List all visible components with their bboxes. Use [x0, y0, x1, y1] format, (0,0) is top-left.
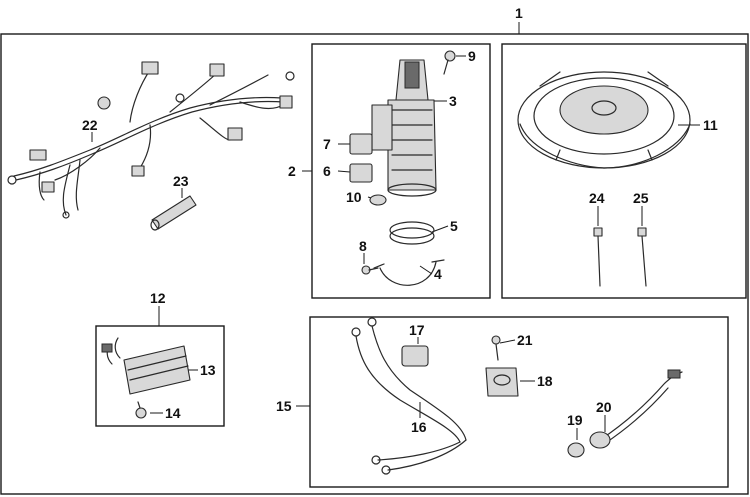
callout-18: 18 [537, 373, 553, 389]
callout-10: 10 [346, 189, 362, 205]
hose-tube [150, 195, 197, 231]
callout-4: 4 [434, 266, 442, 282]
callout-23: 23 [173, 173, 189, 189]
callout-22: 22 [82, 117, 98, 133]
flywheel [517, 71, 691, 169]
holder-screw [491, 335, 501, 361]
cable-tie-b [637, 227, 647, 287]
callout-24: 24 [589, 190, 605, 206]
callout-6: 6 [323, 163, 331, 179]
callouts: 1 2 3 4 5 6 7 8 9 10 11 12 13 14 15 16 1… [82, 5, 718, 435]
callout-20: 20 [596, 399, 612, 415]
callout-21: 21 [517, 332, 533, 348]
cable-tie-a [593, 227, 603, 287]
battery-cables [351, 317, 467, 475]
callout-3: 3 [449, 93, 457, 109]
callout-15: 15 [276, 398, 292, 414]
bracket-screw [361, 265, 379, 275]
leader-lines [91, 22, 700, 440]
callout-2: 2 [288, 163, 296, 179]
rectifier-bolt [135, 401, 147, 419]
callout-13: 13 [200, 362, 216, 378]
outer-frame [0, 33, 749, 495]
callout-12: 12 [150, 290, 166, 306]
callout-9: 9 [468, 48, 476, 64]
callout-17: 17 [409, 322, 425, 338]
starter-nut [369, 194, 387, 206]
starter-motor [371, 59, 437, 197]
callout-7: 7 [323, 136, 331, 152]
starter-band [389, 221, 435, 245]
starter-relay-a [349, 133, 373, 155]
callout-8: 8 [359, 238, 367, 254]
starter-bracket [373, 259, 445, 286]
wiring-harness [7, 61, 295, 219]
callout-25: 25 [633, 190, 649, 206]
callout-1: 1 [515, 5, 523, 21]
callout-16: 16 [411, 419, 427, 435]
callout-5: 5 [450, 218, 458, 234]
starter-relay-b [349, 163, 373, 183]
rectifier [101, 337, 191, 395]
grommet [401, 345, 429, 367]
cable-holder [485, 367, 519, 397]
callout-14: 14 [165, 405, 181, 421]
stop-switch [567, 369, 683, 458]
starter-bolt [443, 50, 456, 75]
callout-19: 19 [567, 412, 583, 428]
callout-11: 11 [703, 117, 718, 133]
switch-group-frame [309, 316, 729, 488]
rectifier-group-frame [95, 325, 225, 427]
flywheel-group-frame [501, 43, 747, 299]
